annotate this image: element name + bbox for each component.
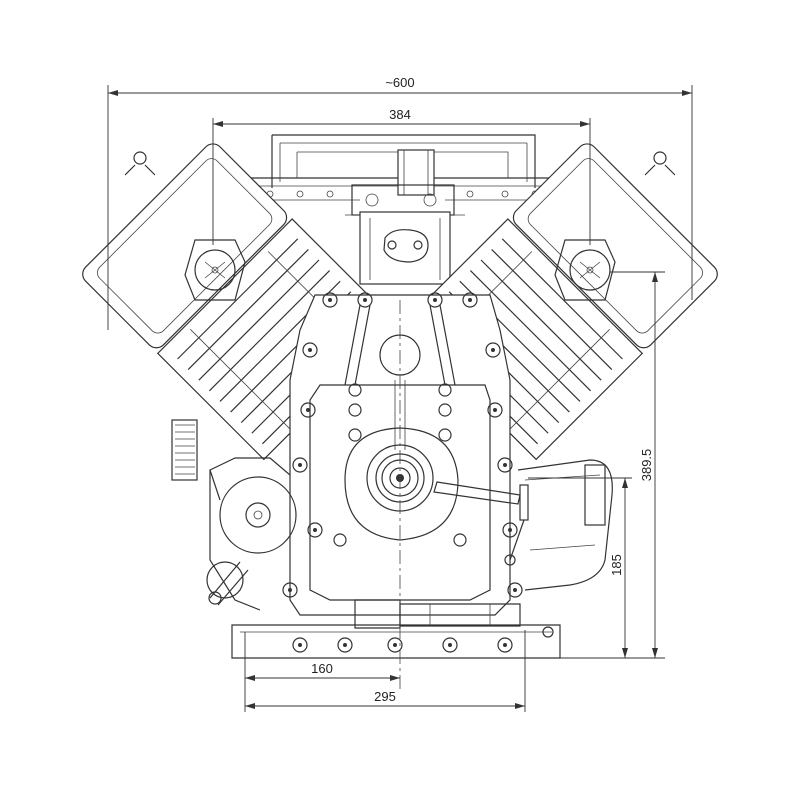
left-accessory xyxy=(171,419,297,611)
dimension-head-span: 384 xyxy=(212,107,591,245)
right-spark-plug xyxy=(644,151,676,176)
dimension-label-overall-width: ~600 xyxy=(385,75,414,90)
dimension-label-base-width: 295 xyxy=(374,689,396,704)
dimension-label-height-lower: 185 xyxy=(609,554,624,576)
rectifier-fins xyxy=(171,419,198,481)
dimension-height-lower: 185 xyxy=(528,477,632,659)
starter-motor xyxy=(517,459,613,591)
dimension-overall-width: ~600 xyxy=(107,75,693,330)
dimensions: ~600 384 389.5 185 xyxy=(107,75,693,712)
left-cylinder-head xyxy=(82,143,400,461)
left-exhaust-port xyxy=(184,239,246,301)
dimension-base-width: 295 xyxy=(245,630,526,712)
dimension-label-height-total: 389.5 xyxy=(639,449,654,482)
oil-dipstick xyxy=(206,561,249,606)
carburetor xyxy=(345,149,465,285)
dimension-base-left-offset: 160 xyxy=(244,632,400,712)
dimension-label-head-span: 384 xyxy=(389,107,411,122)
dimension-label-base-left-offset: 160 xyxy=(311,661,333,676)
right-exhaust-port xyxy=(554,239,616,301)
crankcase-bolts xyxy=(282,292,523,598)
governor-arm xyxy=(433,481,529,566)
left-spark-plug xyxy=(124,151,156,176)
